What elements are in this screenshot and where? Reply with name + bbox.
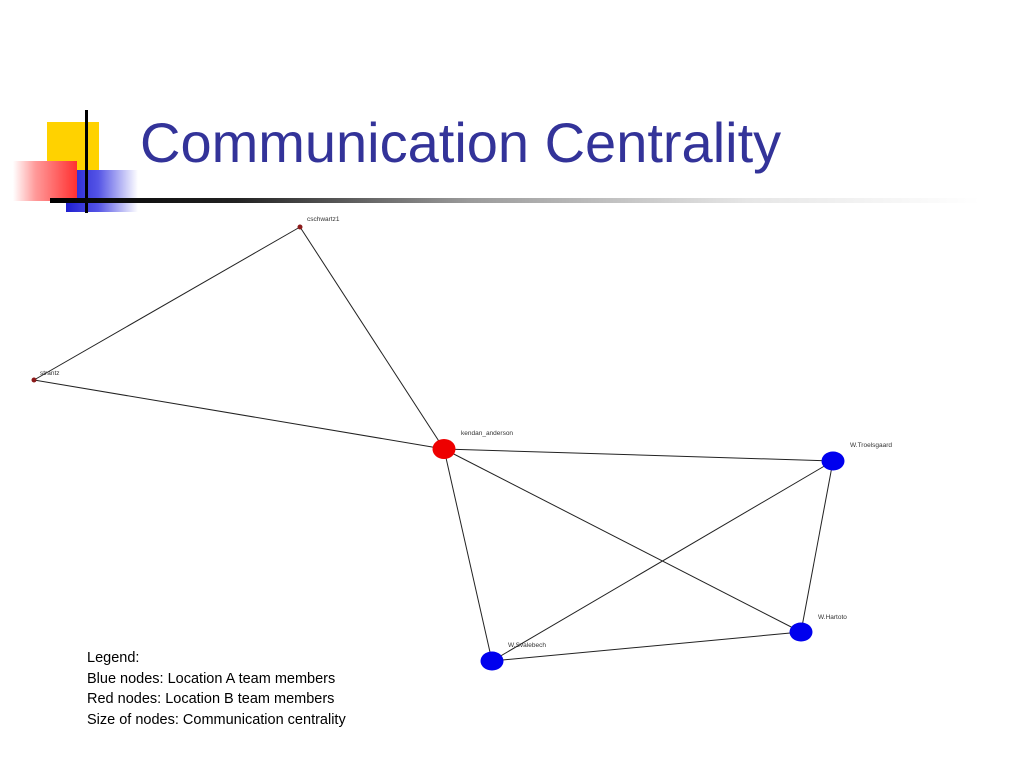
node-troelsgaard — [821, 451, 845, 471]
node-strantz — [31, 377, 37, 383]
node-label-troelsgaard: W.Troelsgaard — [850, 442, 892, 449]
legend-item-node-size: Size of nodes: Communication centrality — [87, 711, 346, 728]
vertical-rule-decoration — [85, 110, 88, 213]
edge-cschwartz1-kendan_anderson — [299, 226, 445, 450]
edge-svalebech-hartoto — [491, 631, 802, 662]
node-cschwartz1 — [297, 224, 303, 230]
edge-strantz-kendan_anderson — [33, 379, 445, 450]
title-underline — [50, 198, 980, 203]
edge-kendan_anderson-svalebech — [443, 448, 493, 662]
node-label-hartoto: W.Hartoto — [818, 614, 847, 621]
node-label-svalebech: W.Svalebech — [508, 642, 546, 649]
nodes-layer — [31, 224, 845, 671]
blue-square-decoration — [66, 170, 138, 212]
legend-item-red-nodes: Red nodes: Location B team members — [87, 691, 335, 707]
edge-troelsgaard-hartoto — [800, 460, 834, 633]
node-label-cschwartz1: cschwartz1 — [307, 216, 340, 223]
edge-kendan_anderson-hartoto — [443, 448, 802, 633]
page-title: Communication Centrality — [140, 111, 782, 174]
labels-layer: cschwartz1 strantz kendan_andersonW.Troels… — [40, 216, 892, 649]
legend-heading: Legend: — [87, 650, 140, 666]
edge-cschwartz1-strantz — [33, 226, 301, 381]
edge-kendan_anderson-troelsgaard — [443, 448, 834, 462]
legend: Legend: Blue nodes: Location A team memb… — [87, 648, 346, 730]
edge-troelsgaard-svalebech — [491, 460, 834, 662]
edges-layer — [33, 226, 834, 662]
red-square-decoration — [13, 161, 77, 201]
node-hartoto — [789, 622, 813, 642]
node-kendan_anderson — [432, 439, 456, 459]
node-svalebech — [480, 651, 504, 671]
node-label-strantz: strantz — [40, 370, 60, 377]
node-label-kendan_anderson: kendan_anderson — [461, 430, 513, 437]
legend-item-blue-nodes: Blue nodes: Location A team members — [87, 670, 336, 687]
